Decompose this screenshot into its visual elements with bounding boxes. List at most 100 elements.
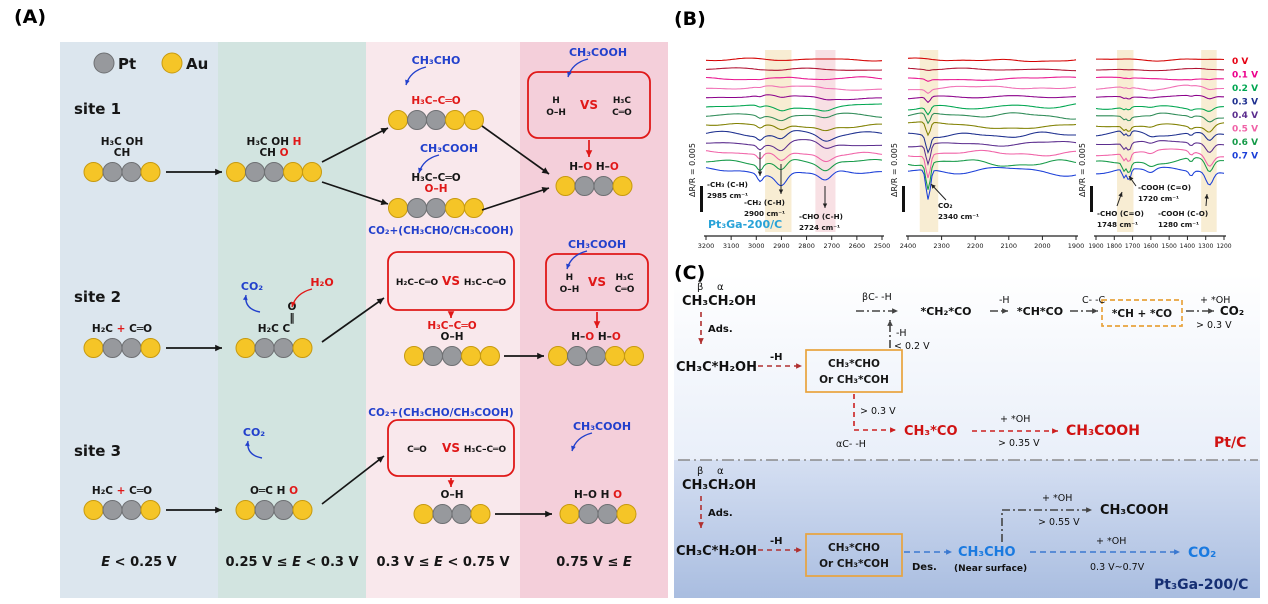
formula-segment: C═O [615, 285, 635, 295]
species-label: CH₃COOH [569, 46, 627, 59]
reaction-arrow [481, 125, 550, 175]
highlight-band [919, 50, 939, 232]
pathway-text: -H [999, 295, 1010, 306]
pathway-text: -H [770, 536, 783, 547]
arrowhead [593, 321, 601, 328]
au-atom [461, 346, 481, 366]
pathway-box-text: CH₃*CHO [828, 542, 880, 554]
arrowhead [418, 167, 423, 173]
pt-atom [121, 500, 142, 520]
tick-label: 2900 [773, 242, 790, 250]
arrowhead [566, 263, 571, 269]
pathway-box [805, 349, 903, 393]
formula-segment: H₃C–C═O [464, 278, 507, 288]
spectrum-trace [1095, 94, 1224, 100]
arrowhead [291, 301, 296, 307]
pathway-text: > 0.35 V [998, 438, 1040, 449]
tick-label: 1900 [1068, 242, 1085, 250]
tick-label: 1700 [1125, 243, 1140, 250]
vs-fragment: C═O [615, 285, 635, 295]
arrowhead [447, 311, 455, 318]
pathway-text: + *OH [1096, 536, 1126, 547]
spectrum-trace [907, 149, 1077, 179]
vs-label: VS [588, 275, 606, 289]
pt-atom [407, 110, 427, 130]
arrowhead [887, 320, 893, 326]
au-atom [235, 500, 256, 520]
pt-atom [597, 504, 618, 524]
formula-segment: H₃C OH [101, 136, 143, 148]
au-atom [445, 198, 465, 218]
vs-fragment: C═O [612, 108, 632, 118]
formula-segment: H₃C–C═O [411, 95, 460, 107]
pathway-text: > 0.3 V [1196, 320, 1232, 331]
formula-segment: CH [259, 147, 279, 159]
formula-segment: C═O [129, 323, 152, 335]
tick-label: 2800 [798, 242, 815, 250]
spectrum-trace [706, 94, 882, 101]
pt-atom [264, 162, 284, 182]
spectrum-trace [1095, 76, 1225, 81]
au-atom [480, 346, 500, 366]
pathway-text: βC- -H [862, 292, 892, 303]
structure-formula: O–H [441, 489, 464, 501]
vs-box [545, 253, 649, 311]
structure-formula: H₃C OH [101, 136, 143, 148]
peak-annotation: CO₂ [938, 201, 953, 210]
tick-label: 2000 [1034, 242, 1051, 250]
material-label: Pt₃Ga-200/C [708, 218, 782, 231]
spectrum-trace [907, 85, 1077, 95]
arrowhead [567, 71, 572, 77]
pt-atom [254, 338, 275, 358]
potential-label: 0.75 V ≤ E [556, 555, 632, 570]
vs-fragment: H [552, 96, 560, 106]
species-label: CH₃COOH [420, 142, 478, 155]
au-atom [605, 346, 625, 366]
arrowhead [545, 510, 552, 518]
spectrum-trace [907, 131, 1076, 155]
arrowhead [1052, 428, 1058, 434]
vs-box [527, 71, 651, 139]
ptc-region-bg [674, 274, 1260, 460]
spectrum-trace [705, 57, 883, 62]
au-atom [404, 346, 424, 366]
au-atom [445, 110, 465, 130]
structure-formula: CH O [259, 147, 288, 159]
au-atom [226, 162, 246, 182]
arrowhead [698, 338, 704, 344]
formula-segment: O–H [546, 108, 566, 118]
tick-label: 1900 [1088, 243, 1103, 250]
structure-formula: H–O H–O [569, 161, 619, 173]
structure-formula: H₃C–C═O [411, 95, 460, 107]
pathway-text: < 0.2 V [894, 341, 930, 352]
pt-atom [121, 338, 142, 358]
vs-box [387, 251, 515, 311]
formula-segment: H₂C C [258, 323, 291, 335]
species-label: CO₂+(CH₃CHO/CH₃COOH) [368, 407, 513, 419]
vs-fragment: H₃C [613, 96, 631, 106]
arrowhead [1092, 308, 1098, 314]
pathway-text: > 0.55 V [1038, 517, 1080, 528]
vs-fragment: H₃C–C═O [464, 445, 507, 455]
pt-atom [567, 346, 587, 366]
pathway-box-text: Or CH₃*COH [819, 558, 889, 570]
pathway-text: Ads. [708, 324, 733, 335]
pathway-text: CH₃*CO [904, 424, 958, 439]
site-label: site 1 [74, 100, 121, 118]
arrowhead [890, 427, 896, 433]
pathway-text: > 0.3 V [860, 406, 896, 417]
vs-fragment: H [566, 273, 574, 283]
pathway-text: CH₃C*H₂OH [676, 544, 757, 559]
formula-segment: O–H [441, 489, 464, 501]
structure-formula: H₂C + C═O [92, 323, 152, 335]
au-atom [235, 338, 256, 358]
pathway-text: *CH₂*CO [920, 305, 971, 318]
structure-formula: H–O H–O [571, 331, 621, 343]
structure-formula: H₂C C [258, 323, 291, 335]
legend-atom-swatch [161, 52, 183, 74]
voltage-legend-entry: 0 V [1232, 57, 1248, 67]
formula-segment: O [613, 489, 622, 501]
tick-label: 2600 [849, 242, 866, 250]
pt-atom [451, 504, 472, 524]
